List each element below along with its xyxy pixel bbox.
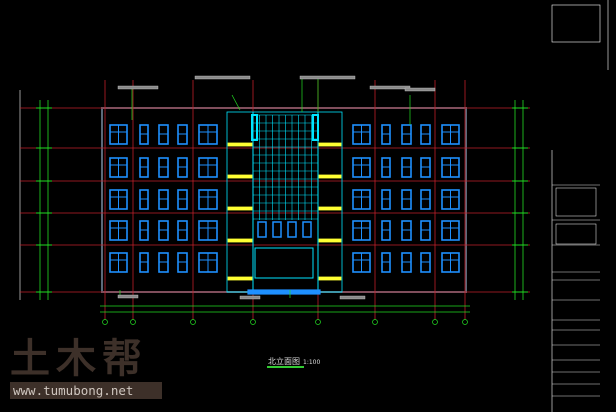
axis-bubble-5 — [372, 319, 378, 325]
core-window-1 — [272, 221, 282, 238]
axis-bubble-0 — [102, 319, 108, 325]
annotation-leader-1 — [231, 94, 241, 111]
drawing-scale: 1:100 — [303, 359, 321, 366]
axis-bubble-2 — [190, 319, 196, 325]
balcony-rail-left-1 — [227, 174, 253, 179]
balcony-rail-right-4 — [318, 276, 342, 281]
annotation-text-6 — [239, 295, 261, 300]
core-window-2 — [287, 221, 297, 238]
axis-bubble-7 — [462, 319, 468, 325]
balcony-rail-right-1 — [318, 174, 342, 179]
drawing-title-text: 北立面图 — [268, 357, 300, 366]
axis-bubble-4 — [315, 319, 321, 325]
annotation-text-2 — [299, 75, 356, 80]
annotation-text-3 — [369, 85, 411, 90]
balcony-rail-left-2 — [227, 206, 253, 211]
parapet-left — [251, 114, 258, 141]
balcony-rail-right-0 — [318, 142, 342, 147]
title-block-top — [551, 4, 601, 43]
axis-bubble-6 — [432, 319, 438, 325]
annotation-text-0 — [117, 85, 159, 90]
watermark: 土木帮 www.tumubong.net — [10, 338, 162, 399]
core-window-3 — [302, 221, 312, 238]
title-underline — [267, 366, 304, 368]
annotation-text-5 — [117, 294, 139, 299]
entrance-steps — [247, 289, 321, 295]
axis-bubble-3 — [250, 319, 256, 325]
axis-bubble-1 — [130, 319, 136, 325]
balcony-rail-right-3 — [318, 238, 342, 243]
balcony-rail-left-4 — [227, 276, 253, 281]
entrance-door — [254, 247, 314, 279]
watermark-logo: 土木帮 — [10, 336, 148, 382]
watermark-url: www.tumubong.net — [10, 382, 162, 399]
annotation-text-1 — [194, 75, 251, 80]
annotation-text-7 — [339, 295, 366, 300]
parapet-right — [312, 114, 319, 141]
balcony-rail-right-2 — [318, 206, 342, 211]
balcony-rail-left-0 — [227, 142, 253, 147]
company-logo-box — [555, 187, 597, 217]
annotation-text-4 — [404, 87, 436, 92]
design-seal-box — [555, 223, 597, 245]
core-window-0 — [257, 221, 267, 238]
balcony-rail-left-3 — [227, 238, 253, 243]
